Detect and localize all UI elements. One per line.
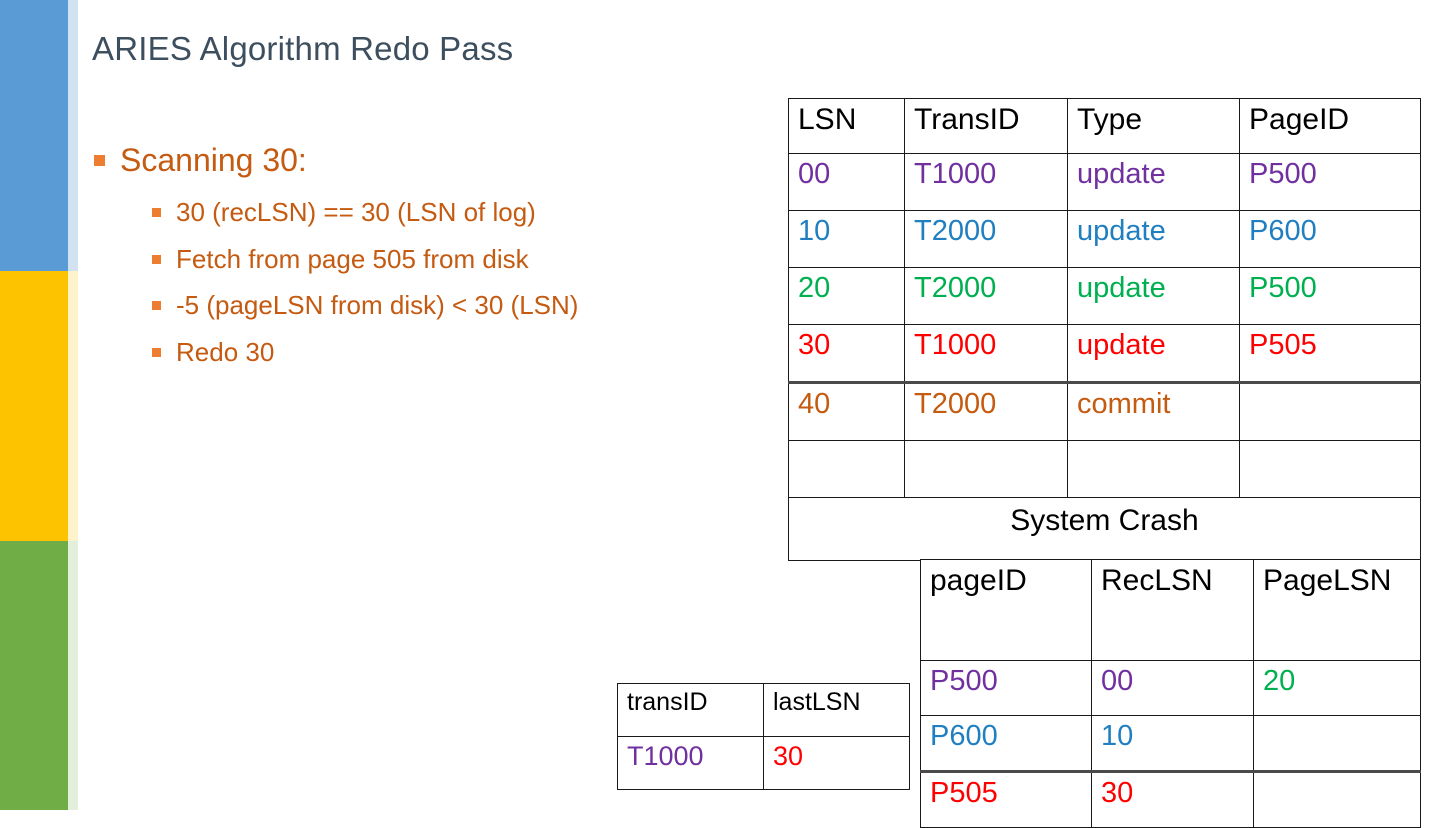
bullet-level2-item: Redo 30 (92, 336, 792, 369)
bullet-level1-label: Scanning 30: (120, 142, 307, 178)
square-bullet-icon (152, 208, 161, 217)
bullet-level2-item: 30 (recLSN) == 30 (LSN of log) (92, 196, 792, 229)
cell-pageid: P505 (920, 771, 1092, 828)
log-table: LSN TransID Type PageID 00 T1000 update … (788, 98, 1421, 561)
blue-band-tint (68, 0, 78, 271)
square-bullet-icon (152, 301, 161, 310)
cell-pagelsn (1253, 771, 1421, 828)
cell-type: update (1067, 210, 1240, 268)
table-row: P500 00 20 (920, 660, 1421, 716)
cell-type: update (1067, 153, 1240, 211)
cell-pageid: P500 (920, 660, 1092, 716)
square-bullet-icon (152, 254, 161, 264)
column-header-pagelsn: PageLSN (1253, 559, 1421, 661)
bullet-level2-item: Fetch from page 505 from disk (92, 243, 792, 276)
table-row: 20 T2000 update P500 (788, 267, 1421, 325)
cell-type: commit (1067, 382, 1240, 441)
bullet-level2-label: 30 (recLSN) == 30 (LSN of log) (176, 197, 536, 227)
cell-lsn: 40 (788, 382, 905, 441)
column-header-reclsn: RecLSN (1091, 559, 1254, 661)
cell-pageid: P505 (1239, 324, 1421, 384)
column-header-pageid: pageID (920, 559, 1092, 661)
column-header-lsn: LSN (788, 98, 905, 154)
cell-reclsn: 00 (1091, 660, 1254, 716)
decorative-sidebar (0, 0, 80, 810)
cell-transid: T2000 (904, 267, 1068, 325)
table-row: P505 30 (920, 771, 1421, 828)
cell-lsn: 10 (788, 210, 905, 268)
table-row: 10 T2000 update P600 (788, 210, 1421, 268)
bullet-level1: Scanning 30: (92, 140, 792, 180)
table-header-row: transID lastLSN (617, 683, 910, 737)
bullet-level2-label: Redo 30 (176, 336, 275, 367)
dirty-page-table: pageID RecLSN PageLSN P500 00 20 P600 10… (920, 559, 1421, 828)
cell-pageid: P600 (1239, 210, 1421, 268)
cell-transid (904, 440, 1068, 498)
cell-transid: T2000 (904, 382, 1068, 441)
table-row (788, 440, 1421, 498)
table-footer-row: System Crash (788, 497, 1421, 561)
column-header-type: Type (1067, 98, 1240, 154)
bullet-level2-item: -5 (pageLSN from disk) < 30 (LSN) (92, 289, 792, 322)
cell-type (1067, 440, 1240, 498)
column-header-transid: TransID (904, 98, 1068, 154)
table-row: 30 T1000 update P505 (788, 324, 1421, 384)
cell-pageid (1239, 382, 1421, 441)
cell-pageid: P500 (1239, 267, 1421, 325)
bullet-level2-label: Fetch from page 505 from disk (176, 243, 529, 274)
cell-transid: T1000 (904, 153, 1068, 211)
transaction-table: transID lastLSN T1000 30 (617, 683, 910, 790)
cell-pagelsn (1253, 715, 1421, 773)
cell-lsn: 30 (788, 324, 905, 384)
column-header-transid: transID (617, 683, 764, 737)
green-band-tint (68, 541, 78, 810)
cell-pageid (1239, 440, 1421, 498)
cell-type: update (1067, 324, 1240, 384)
cell-reclsn: 30 (1091, 771, 1254, 828)
column-header-pageid: PageID (1239, 98, 1421, 154)
table-row: T1000 30 (617, 736, 910, 790)
table-header-row: LSN TransID Type PageID (788, 98, 1421, 154)
table-row: P600 10 (920, 715, 1421, 773)
blue-band (0, 0, 68, 271)
page-title: ARIES Algorithm Redo Pass (92, 30, 514, 67)
bullet-list: Scanning 30: 30 (recLSN) == 30 (LSN of l… (92, 140, 792, 382)
table-row: 00 T1000 update P500 (788, 153, 1421, 211)
column-header-lastlsn: lastLSN (763, 683, 910, 737)
cell-pageid: P500 (1239, 153, 1421, 211)
cell-lastlsn: 30 (763, 736, 910, 790)
bullet-level2-label: -5 (pageLSN from disk) < 30 (LSN) (176, 290, 579, 320)
amber-band (0, 271, 68, 541)
cell-transid: T1000 (617, 736, 764, 790)
table-header-row: pageID RecLSN PageLSN (920, 559, 1421, 661)
square-bullet-icon (152, 347, 161, 357)
cell-pageid: P600 (920, 715, 1092, 773)
table-row: 40 T2000 commit (788, 382, 1421, 441)
cell-transid: T1000 (904, 324, 1068, 384)
cell-lsn (788, 440, 905, 498)
cell-pagelsn: 20 (1253, 660, 1421, 716)
cell-lsn: 00 (788, 153, 905, 211)
cell-transid: T2000 (904, 210, 1068, 268)
green-band (0, 541, 68, 810)
system-crash-label: System Crash (788, 497, 1421, 561)
cell-reclsn: 10 (1091, 715, 1254, 773)
square-bullet-icon (94, 155, 105, 166)
cell-type: update (1067, 267, 1240, 325)
amber-band-tint (68, 271, 78, 541)
cell-lsn: 20 (788, 267, 905, 325)
